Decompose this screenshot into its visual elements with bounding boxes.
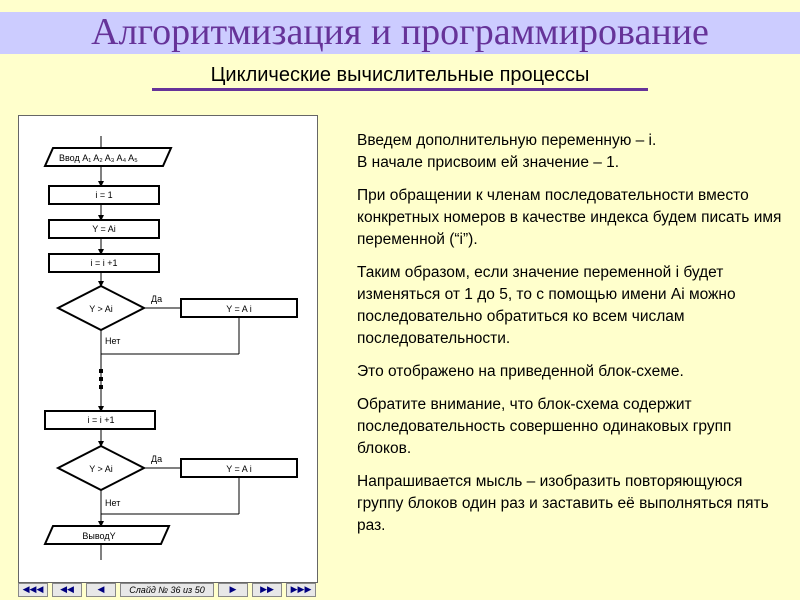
last-slide-button[interactable]: ▶▶▶ [286,583,316,597]
input-block [43,147,173,167]
subtitle-underline [152,88,648,91]
previous-slide-button[interactable]: ◀ [86,583,116,597]
increment-block-2 [44,410,156,430]
flowchart-frame: Ввод A₁ A₂ A₃ A₄ A₅ i = 1 Y = Ai i = i +… [18,115,318,583]
condition-label-1: Y > Ai [89,304,113,314]
condition-label-2: Y > Ai [89,464,113,474]
ellipsis-dots [99,369,103,389]
back-button[interactable]: ◀◀ [52,583,82,597]
no-label-2: Нет [105,498,120,508]
slide-navigation: ◀◀◀ ◀◀ ◀ Слайд № 36 из 50 ▶ ▶▶ ▶▶▶ [18,582,318,598]
paragraph-2: При обращении к членам последовательност… [357,187,782,248]
output-label: ВыводY [82,531,115,541]
page-title: Алгоритмизация и программирование [91,11,709,53]
paragraph-4: Это отображено на приведенной блок-схеме… [357,363,684,380]
input-label: Ввод A₁ A₂ A₃ A₄ A₅ [59,153,138,163]
title-background [0,12,800,54]
yes-label-1: Да [151,294,162,304]
assign-block [48,219,160,239]
no-label-1: Нет [105,336,120,346]
page-subtitle: Циклические вычислительные процессы [210,64,590,86]
assign-yes-label-2: Y = A i [226,464,252,474]
increment-block-1 [48,253,160,273]
forward-button[interactable]: ▶▶ [252,583,282,597]
output-block [43,525,171,545]
first-slide-button[interactable]: ◀◀◀ [18,583,48,597]
paragraph-1-line-1: Введем дополнительную переменную – i. [357,132,657,149]
slide-counter: Слайд № 36 из 50 [120,583,214,597]
increment-label-2: i = i +1 [87,415,114,425]
next-slide-button[interactable]: ▶ [218,583,248,597]
paragraph-6: Напрашивается мысль – изобразить повторя… [357,473,769,534]
paragraph-1-line-2: В начале присвоим ей значение – 1. [357,154,620,171]
explanation-text: Введем дополнительную переменную – i. В … [357,130,782,548]
flowchart: Ввод A₁ A₂ A₃ A₄ A₅ i = 1 Y = Ai i = i +… [43,136,298,560]
assign-yes-label-1: Y = A i [226,304,252,314]
assign-label: Y = Ai [92,224,116,234]
increment-label-1: i = i +1 [90,258,117,268]
paragraph-3: Таким образом, если значение переменной … [357,264,736,347]
paragraph-1: Введем дополнительную переменную – i. В … [357,130,782,174]
paragraph-5: Обратите внимание, что блок-схема содерж… [357,396,732,457]
init-block [48,185,160,205]
yes-label-2: Да [151,454,162,464]
init-label: i = 1 [95,190,112,200]
